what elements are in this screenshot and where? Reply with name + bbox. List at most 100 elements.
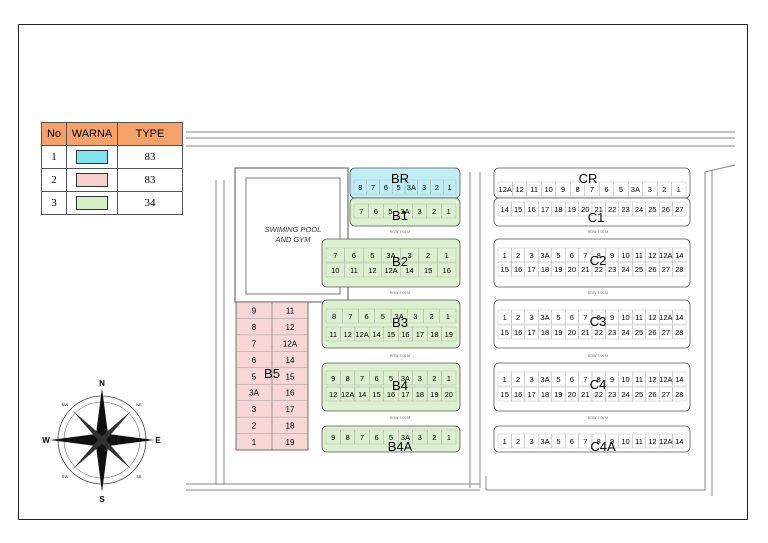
lot-number[interactable]: 16 xyxy=(514,390,522,399)
lot-number[interactable]: 2 xyxy=(516,437,520,446)
lot-number[interactable]: 26 xyxy=(648,265,656,274)
lot-number[interactable]: 2 xyxy=(432,207,436,216)
lot-number[interactable]: 5 xyxy=(397,183,401,192)
lot-number[interactable]: 3A xyxy=(395,312,404,321)
lot-number[interactable]: 20 xyxy=(568,328,576,337)
lot-number[interactable]: 12A xyxy=(384,266,397,275)
lot-number[interactable]: 19 xyxy=(568,205,576,214)
lot-number[interactable]: 11 xyxy=(329,330,337,339)
lot-number[interactable]: 12 xyxy=(343,330,351,339)
lot-number[interactable]: 17 xyxy=(416,330,424,339)
lot-number[interactable]: 7 xyxy=(590,185,594,194)
lot-number[interactable]: 21 xyxy=(581,328,589,337)
lot-number[interactable]: 21 xyxy=(581,390,589,399)
lot-number[interactable]: 1 xyxy=(448,183,452,192)
lot-number[interactable]: 10 xyxy=(544,185,552,194)
lot-number[interactable]: 17 xyxy=(527,265,535,274)
lot-number[interactable]: 11 xyxy=(350,266,358,275)
lot-number[interactable]: 12 xyxy=(329,390,337,399)
lot-number[interactable]: 14 xyxy=(675,313,683,322)
lot-number[interactable]: 3A xyxy=(249,389,259,398)
lot-number[interactable]: 5 xyxy=(389,374,393,383)
lot-number[interactable]: 7 xyxy=(360,433,364,442)
lot-number[interactable]: 2 xyxy=(662,185,666,194)
lot-number[interactable]: 14 xyxy=(675,375,683,384)
lot-number[interactable]: 6 xyxy=(570,313,574,322)
lot-number[interactable]: 3 xyxy=(529,375,533,384)
lot-number[interactable]: 25 xyxy=(635,265,643,274)
lot-number[interactable]: 3 xyxy=(252,405,257,414)
lot-number[interactable]: 3 xyxy=(417,207,421,216)
lot-number[interactable]: 8 xyxy=(597,251,601,260)
lot-number[interactable]: 3A xyxy=(400,207,409,216)
lot-number[interactable]: 28 xyxy=(675,328,683,337)
lot-number[interactable]: 5 xyxy=(556,251,560,260)
lot-number[interactable]: 3A xyxy=(631,185,640,194)
lot-number[interactable]: 10 xyxy=(621,437,629,446)
lot-number[interactable]: 18 xyxy=(286,422,295,431)
lot-number[interactable]: 3 xyxy=(648,185,652,194)
lot-number[interactable]: 15 xyxy=(424,266,432,275)
lot-number[interactable]: 23 xyxy=(608,328,616,337)
lot-number[interactable]: 3 xyxy=(407,251,411,260)
lot-number[interactable]: 16 xyxy=(514,265,522,274)
lot-number[interactable]: 9 xyxy=(610,251,614,260)
lot-number[interactable]: 5 xyxy=(556,375,560,384)
lot-number[interactable]: 28 xyxy=(675,390,683,399)
lot-number[interactable]: 18 xyxy=(430,330,438,339)
lot-number[interactable]: 2 xyxy=(432,374,436,383)
lot-number[interactable]: 8 xyxy=(332,312,336,321)
lot-number[interactable]: 2 xyxy=(426,251,430,260)
lot-number[interactable]: 20 xyxy=(568,390,576,399)
lot-number[interactable]: 11 xyxy=(530,185,538,194)
lot-number[interactable]: 16 xyxy=(401,330,409,339)
lot-number[interactable]: 7 xyxy=(348,312,352,321)
lot-number[interactable]: 12A xyxy=(659,313,672,322)
lot-number[interactable]: 15 xyxy=(286,372,295,381)
lot-number[interactable]: 2 xyxy=(516,375,520,384)
lot-number[interactable]: 14 xyxy=(358,390,366,399)
lot-number[interactable]: 27 xyxy=(675,205,683,214)
lot-number[interactable]: 7 xyxy=(583,375,587,384)
lot-number[interactable]: 19 xyxy=(445,330,453,339)
lot-number[interactable]: 8 xyxy=(597,437,601,446)
lot-number[interactable]: 7 xyxy=(583,313,587,322)
lot-number[interactable]: 6 xyxy=(570,251,574,260)
lot-number[interactable]: 26 xyxy=(662,205,670,214)
lot-number[interactable]: 28 xyxy=(675,265,683,274)
lot-number[interactable]: 27 xyxy=(662,390,670,399)
lot-number[interactable]: 12A xyxy=(659,251,672,260)
lot-number[interactable]: 6 xyxy=(252,356,257,365)
lot-number[interactable]: 19 xyxy=(554,328,562,337)
lot-number[interactable]: 2 xyxy=(516,251,520,260)
lot-number[interactable]: 12A xyxy=(659,437,672,446)
lot-number[interactable]: 18 xyxy=(541,265,549,274)
lot-number[interactable]: 3 xyxy=(413,312,417,321)
lot-number[interactable]: 7 xyxy=(333,251,337,260)
lot-number[interactable]: 1 xyxy=(447,207,451,216)
lot-number[interactable]: 6 xyxy=(384,183,388,192)
lot-number[interactable]: 2 xyxy=(252,422,257,431)
lot-number[interactable]: 3A xyxy=(540,313,549,322)
lot-number[interactable]: 14 xyxy=(286,356,295,365)
lot-number[interactable]: 1 xyxy=(447,433,451,442)
lot-number[interactable]: 24 xyxy=(621,390,629,399)
lot-number[interactable]: 25 xyxy=(635,390,643,399)
lot-number[interactable]: 3 xyxy=(422,183,426,192)
lot-number[interactable]: 3 xyxy=(529,313,533,322)
lot-number[interactable]: 16 xyxy=(514,328,522,337)
lot-number[interactable]: 23 xyxy=(621,205,629,214)
lot-number[interactable]: 1 xyxy=(503,437,507,446)
lot-number[interactable]: 21 xyxy=(595,205,603,214)
lot-number[interactable]: 18 xyxy=(554,205,562,214)
lot-number[interactable]: 5 xyxy=(556,437,560,446)
lot-number[interactable]: 12A xyxy=(283,339,298,348)
lot-number[interactable]: 19 xyxy=(554,265,562,274)
lot-number[interactable]: 11 xyxy=(635,437,643,446)
